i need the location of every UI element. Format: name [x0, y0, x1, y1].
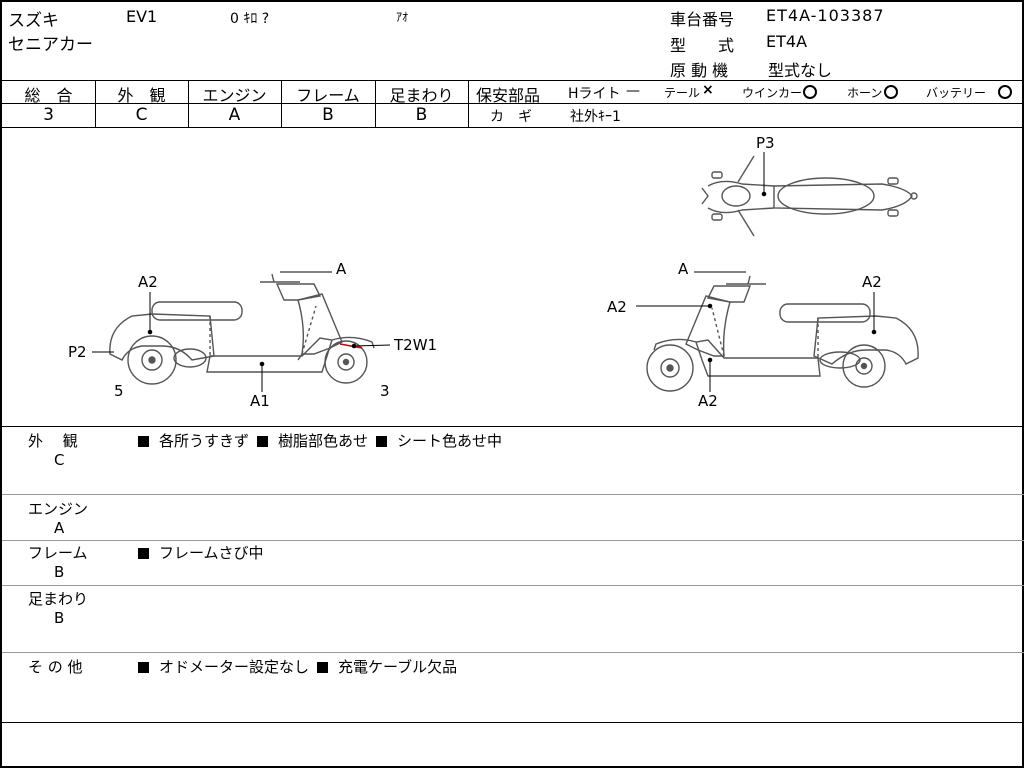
divider [468, 80, 469, 127]
damage-diagram: A A2 P2 T2W1 A1 5 3 [68, 134, 919, 410]
bullet-square-icon [138, 662, 149, 673]
bullet-square-icon [317, 662, 329, 673]
tail-mark: × [702, 82, 714, 98]
key-value: 社外ｷｰ1 [570, 109, 621, 125]
grade-exterior-value: C [135, 105, 148, 125]
label-left-5: 5 [114, 382, 124, 400]
divider [281, 80, 282, 127]
label-left-t2w1: T2W1 [393, 336, 437, 354]
vehicle-name: セニアカー [8, 35, 93, 55]
note-item: オドメーター設定なし [159, 658, 310, 676]
left-labels: A A2 P2 T2W1 A1 5 3 [68, 260, 437, 410]
right-labels: A A2 A2 A2 [607, 260, 882, 410]
bullet-square-icon [138, 548, 149, 559]
note-items: オドメーター設定なし 充電ケーブル欠品 [138, 656, 465, 677]
left-leaders [92, 271, 391, 392]
grade-engine-value: A [228, 105, 241, 125]
note-item: フレームさび中 [159, 544, 264, 562]
note-item: 充電ケーブル欠品 [338, 658, 458, 676]
grade-frame-label: フレーム [296, 86, 360, 105]
grade-suspension-value: B [415, 105, 428, 125]
battery-label: バッテリー [926, 86, 987, 100]
bullet-square-icon [257, 436, 269, 447]
divider [2, 127, 1024, 128]
grade-suspension-label: 足まわり [389, 86, 454, 105]
mileage: 0 ｷﾛ ? [230, 11, 270, 27]
label-right-a2-bottom: A2 [698, 392, 718, 410]
note-grade: C [54, 451, 65, 469]
label-right-a2-left: A2 [607, 298, 627, 316]
safety-parts-title: 保安部品 [476, 86, 541, 105]
note-label: そ の 他 [28, 658, 83, 676]
frame-number-value: ET4A-103387 [766, 6, 885, 25]
type-label: 型 式 [670, 36, 735, 55]
label-left-a1: A1 [250, 392, 270, 410]
note-items: フレームさび中 [138, 542, 272, 563]
key-label: カ ギ [490, 109, 532, 125]
label-left-p2: P2 [68, 343, 87, 361]
label-top-p3: P3 [756, 134, 775, 152]
grade-frame-value: B [322, 105, 334, 125]
note-grade: B [54, 609, 65, 627]
divider [2, 494, 1024, 495]
note-item: シート色あせ中 [397, 432, 503, 450]
label-left-3: 3 [380, 382, 390, 400]
divider [2, 585, 1024, 586]
divider [2, 80, 1024, 81]
right-leaders [636, 271, 877, 392]
frame-number-label: 車台番号 [670, 10, 735, 29]
label-right-a2-right: A2 [862, 273, 882, 291]
headlight-mark: — [626, 83, 640, 99]
color: ｱｵ [396, 10, 409, 24]
divider [2, 426, 1024, 427]
grade-engine-label: エンジン [202, 86, 267, 105]
note-grade: B [54, 563, 65, 581]
scooter-right-side [646, 275, 919, 392]
winker-label: ウインカー [742, 86, 803, 100]
note-label: エンジン [28, 500, 89, 518]
divider [2, 722, 1024, 723]
divider [469, 103, 1024, 104]
note-items: 各所うすきず 樹脂部色あせ シート色あせ中 [138, 430, 510, 451]
engine-type-value: 型式なし [768, 61, 833, 80]
divider [2, 103, 469, 104]
scooter-top-view [701, 155, 918, 237]
divider [375, 80, 376, 127]
note-label: 外 観 [28, 432, 78, 450]
scooter-left-side [109, 273, 375, 385]
bullet-square-icon [376, 436, 388, 447]
battery-ok-icon [998, 85, 1012, 99]
maker: スズキ [8, 11, 59, 31]
note-label: フレーム [28, 544, 88, 562]
damage-scratch-mark [339, 343, 363, 349]
bullet-square-icon [138, 436, 149, 447]
divider [2, 540, 1024, 541]
note-item: 各所うすきず [159, 432, 250, 450]
engine-type-label: 原 動 機 [670, 61, 729, 80]
divider [2, 652, 1024, 653]
type-value: ET4A [766, 32, 808, 51]
grade-exterior-label: 外 観 [117, 86, 166, 105]
horn-ok-icon [884, 85, 898, 99]
grade-total-value: 3 [43, 105, 54, 125]
winker-ok-icon [803, 85, 817, 99]
label-left-a: A [336, 260, 347, 278]
note-item: 樹脂部色あせ [278, 432, 369, 450]
tail-label: テール [664, 86, 701, 100]
top-leaders [761, 152, 767, 197]
divider [188, 80, 189, 127]
label-left-a2: A2 [138, 273, 158, 291]
label-right-a: A [678, 260, 689, 278]
grade-total-label: 総 合 [24, 86, 73, 105]
note-label: 足まわり [28, 590, 89, 608]
note-grade: A [54, 519, 65, 537]
horn-label: ホーン [847, 86, 883, 100]
headlight-label: Hライト [568, 86, 621, 102]
divider [95, 80, 96, 127]
model: EV1 [126, 7, 158, 26]
